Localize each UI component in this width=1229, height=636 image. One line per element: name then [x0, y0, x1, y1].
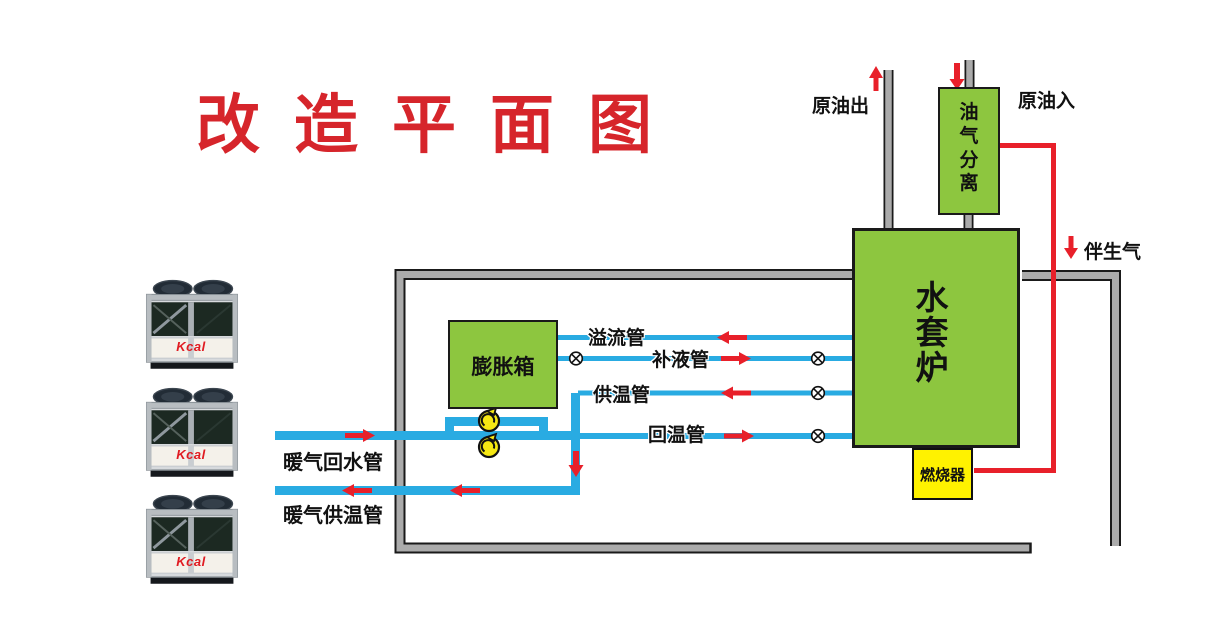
- overflow-pipe-label: 溢流管: [588, 328, 646, 349]
- water-jacket-furnace-label: 水套炉: [915, 279, 949, 386]
- expansion-tank-label: 膨胀箱: [471, 356, 535, 379]
- supply-drop-flow-arrow-down: [568, 451, 584, 477]
- supply-pipe-label: 供温管: [593, 385, 651, 406]
- heat-pump-brand-1: Kcal: [176, 339, 206, 354]
- heating-return-water-pipe-label: 暖气回水管: [283, 452, 383, 474]
- heating-supply-pipe: [275, 393, 580, 495]
- heat-pump-brand-3: Kcal: [176, 554, 206, 569]
- valves: [568, 351, 826, 444]
- associated-gas-arrow-down: [1064, 236, 1078, 259]
- valve-makeup-right: [810, 351, 826, 366]
- circulation-pump-2: [477, 432, 501, 459]
- crude-oil-in-label: 原油入: [1018, 91, 1076, 112]
- oil-gas-separator-box: [938, 87, 1000, 215]
- return-pipe-label: 回温管: [648, 425, 706, 446]
- crude-oil-out-arrow-up: [869, 66, 883, 91]
- heating-supply-pipe-label: 暖气供温管: [283, 505, 383, 527]
- fuel-gas-line: [974, 143, 1056, 473]
- crude-oil-in-arrow-down: [949, 63, 965, 90]
- valve-makeup-left: [568, 351, 584, 366]
- heat-pump-unit-1: [145, 279, 239, 371]
- supply-flow-arrow-left: [721, 386, 751, 400]
- valve-supply: [810, 385, 826, 401]
- burner-label: 燃烧器: [919, 467, 965, 484]
- heat-pump-unit-2: [145, 387, 239, 479]
- expansion-tank-box: [448, 320, 558, 409]
- overflow-flow-arrow-left: [717, 331, 747, 344]
- makeup-pipe-label: 补液管: [652, 350, 710, 371]
- burner-box: [912, 448, 973, 500]
- return-flow-arrow-right: [724, 429, 754, 443]
- heat-pump-unit-3: [145, 494, 239, 586]
- associated-gas-label: 伴生气: [1084, 242, 1142, 263]
- valve-return: [810, 428, 826, 444]
- heating-supply-flow-arrow-left-2: [450, 484, 480, 497]
- gray-duct-loop: [394, 269, 1032, 554]
- heating-return-flow-arrow-right: [345, 429, 375, 442]
- flow-arrows: [342, 63, 1078, 497]
- makeup-flow-arrow-right: [721, 352, 751, 365]
- circulation-pump-1: [477, 406, 501, 433]
- water-jacket-furnace-box: [852, 228, 1020, 448]
- heating-supply-flow-arrow-left-1: [342, 484, 372, 497]
- page-title: 改造平面图: [196, 88, 686, 163]
- oil-gas-separator-label: 油气分离: [959, 102, 979, 195]
- gray-duct-right: [1022, 270, 1121, 546]
- crude-oil-out-label: 原油出: [812, 96, 870, 117]
- heat-pump-brand-2: Kcal: [176, 447, 206, 462]
